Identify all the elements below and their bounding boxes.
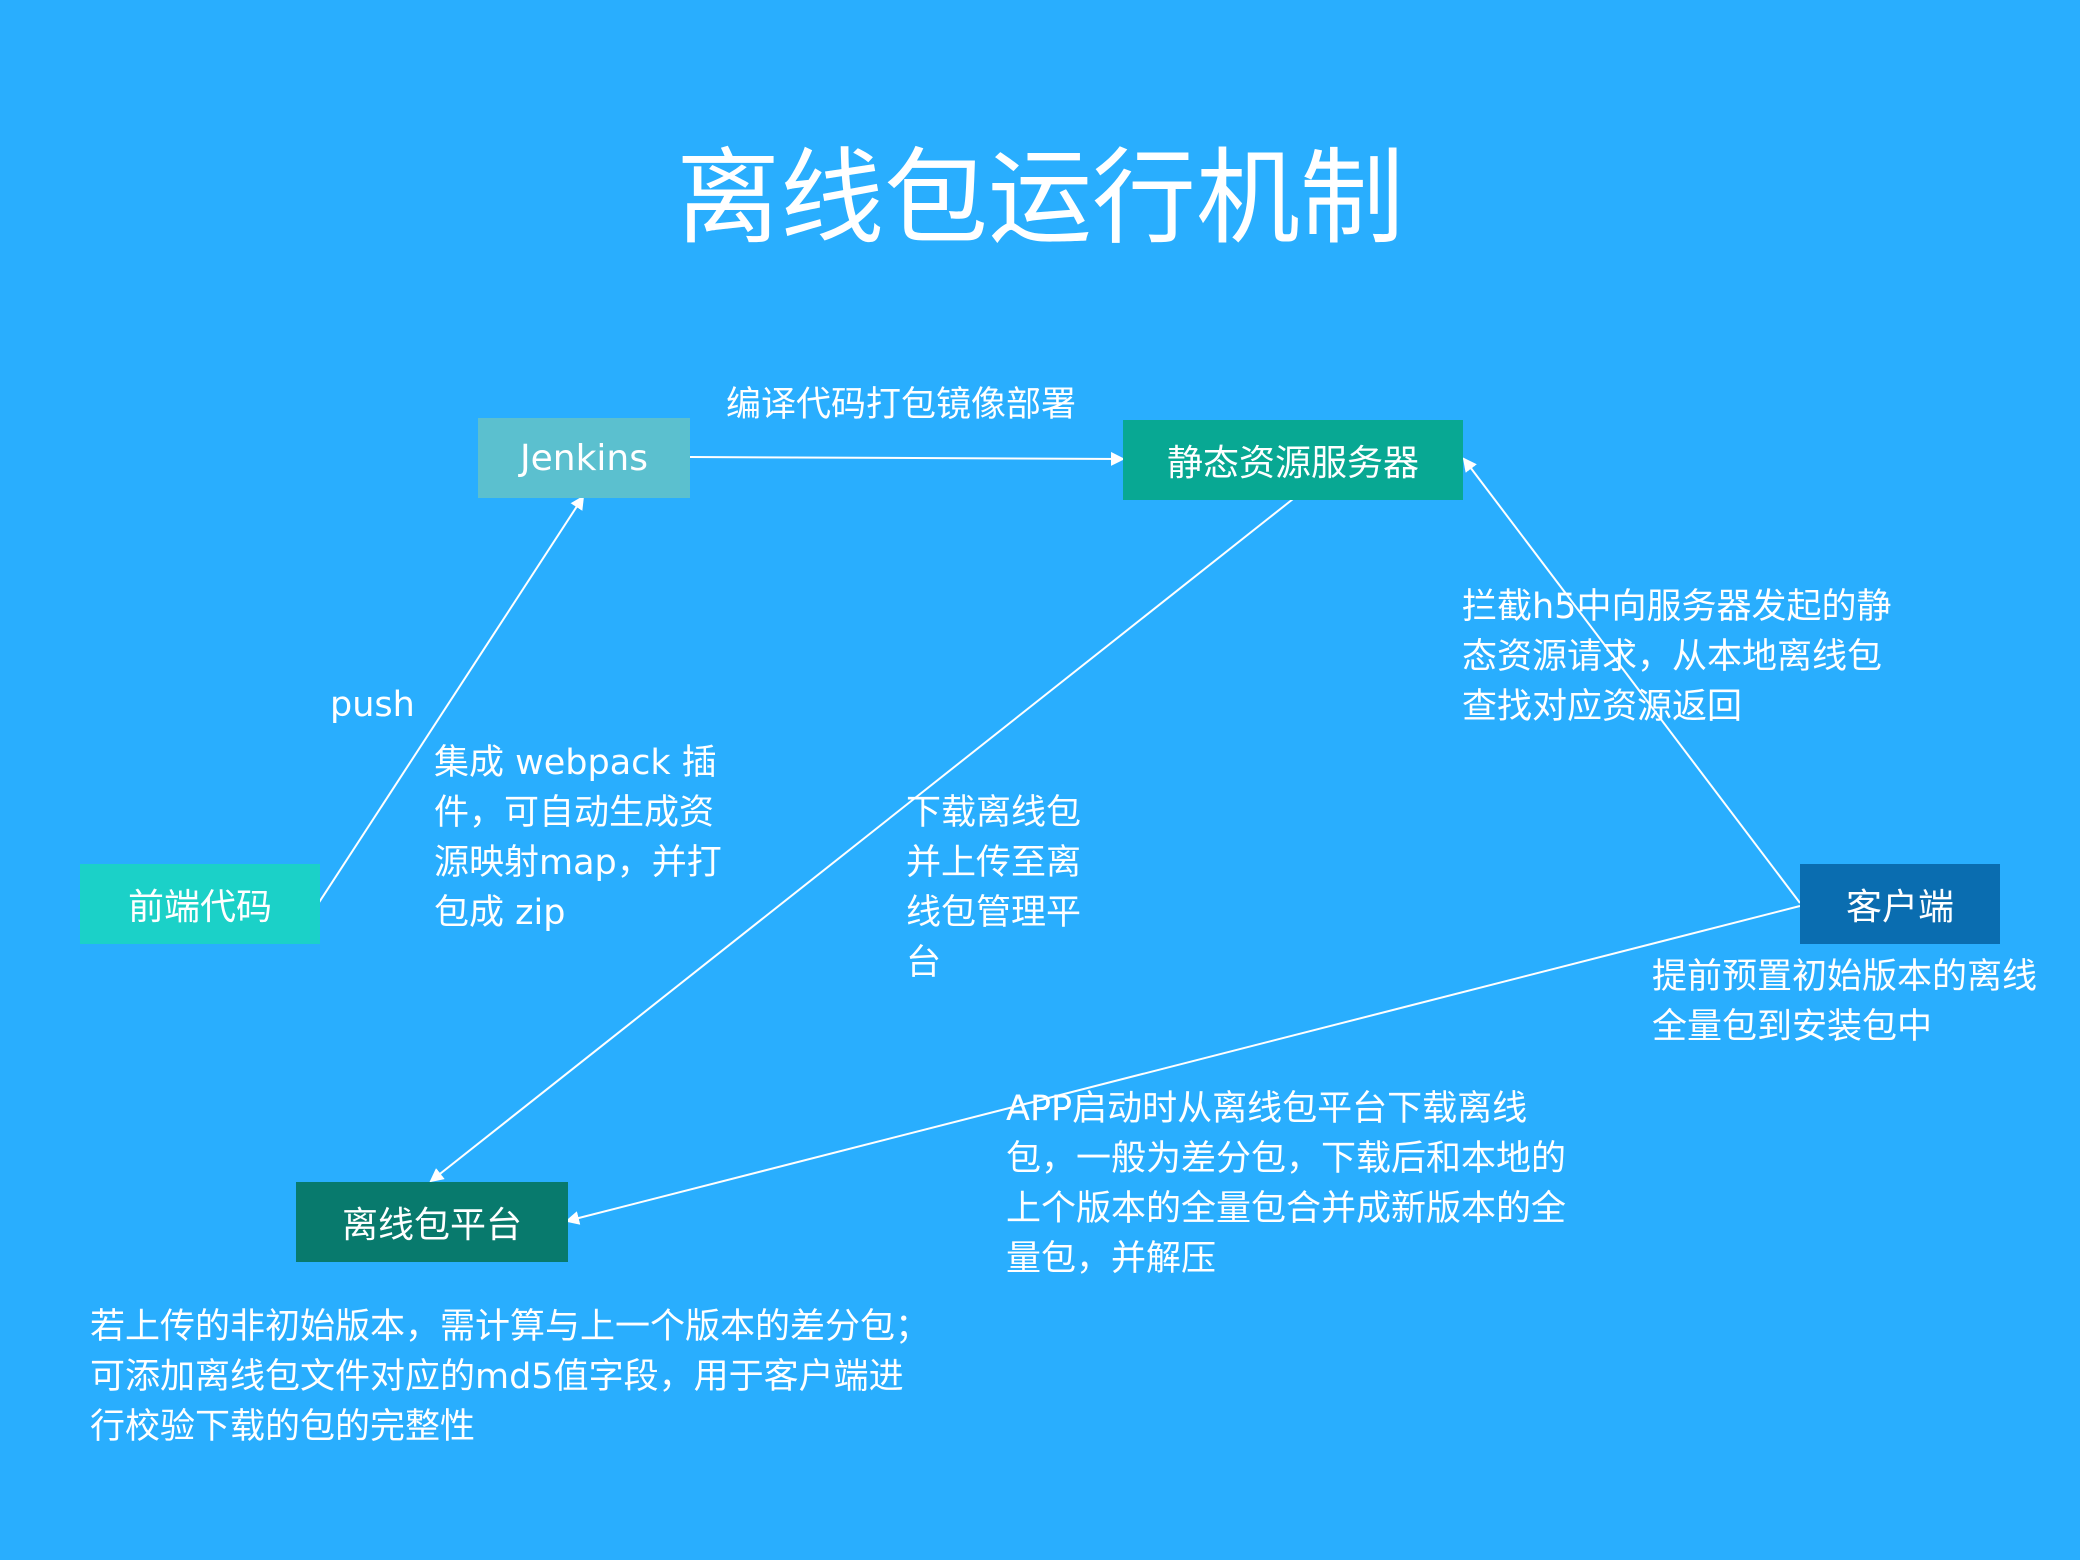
node-static-server: 静态资源服务器 [1123, 420, 1463, 500]
diagram-title: 离线包运行机制 [675, 137, 1404, 259]
edge-frontend-to-jenkins [317, 495, 585, 905]
node-static-server-label: 静态资源服务器 [1166, 443, 1419, 484]
edge-static-server-to-platform [429, 498, 1294, 1183]
annotation-push: push [330, 685, 415, 725]
annotation-platform-note: 若上传的非初始版本，需计算与上一个版本的差分包； 可添加离线包文件对应的md5值… [90, 1307, 931, 1447]
node-offline-platform-label: 离线包平台 [341, 1205, 522, 1246]
node-jenkins-label: Jenkins [519, 437, 648, 479]
node-frontend-code: 前端代码 [80, 864, 320, 944]
node-frontend-code-label: 前端代码 [127, 887, 272, 928]
annotation-download-upload: 下载离线包 并上传至离 线包管理平 台 [906, 793, 1082, 983]
node-jenkins: Jenkins [478, 418, 690, 498]
node-offline-platform: 离线包平台 [296, 1182, 568, 1262]
edge-client-to-static-server [1462, 457, 1801, 904]
edge-jenkins-to-static-server [689, 451, 1125, 466]
annotation-compile-deploy: 编译代码打包镜像部署 [726, 385, 1077, 425]
annotation-app-start: APP启动时从离线包平台下载离线 包，一般为差分包，下载后和本地的 上个版本的全… [1006, 1089, 1567, 1279]
annotation-webpack-plugin: 集成 webpack 插 件，可自动生成资 源映射map，并打 包成 zip [434, 743, 722, 933]
annotation-intercept: 拦截h5中向服务器发起的静 态资源请求，从本地离线包 查找对应资源返回 [1462, 587, 1892, 727]
node-client-label: 客户端 [1845, 887, 1954, 928]
edge-client-to-platform [565, 905, 1801, 1225]
annotation-preset: 提前预置初始版本的离线 全量包到安装包中 [1652, 957, 2038, 1047]
node-client: 客户端 [1800, 864, 2000, 944]
